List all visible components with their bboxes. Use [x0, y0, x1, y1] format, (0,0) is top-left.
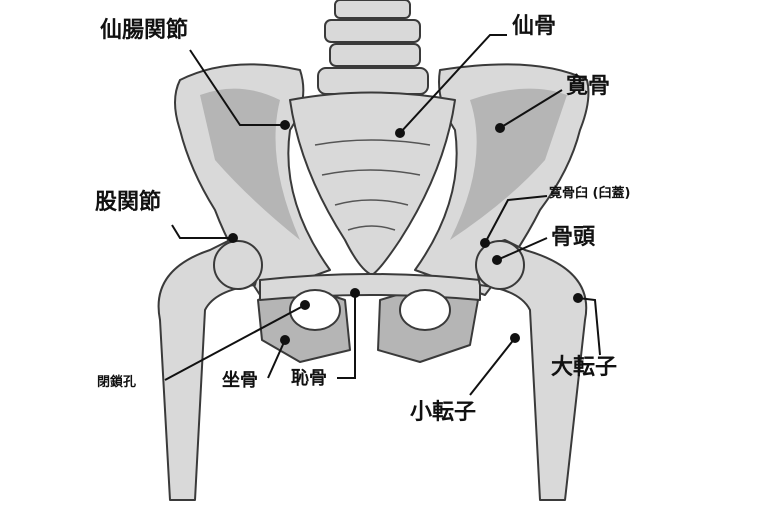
marker-dots [228, 120, 583, 345]
label-pubis: 恥骨 [291, 368, 327, 389]
label-lesser-trochanter: 小転子 [410, 400, 477, 425]
label-femoral-head: 骨頭 [551, 225, 596, 250]
label-hip-joint: 股関節 [95, 190, 162, 215]
label-acetabulum: 寛骨臼 (臼蓋) [549, 186, 631, 201]
label-sacroiliac-joint: 仙腸関節 [100, 18, 189, 43]
label-sacrum: 仙骨 [512, 14, 557, 39]
lumbar-spine [317, 0, 429, 95]
label-obturator-foramen: 閉鎖孔 [97, 375, 137, 390]
label-greater-trochanter: 大転子 [551, 355, 618, 380]
sacrum-shape [289, 91, 456, 276]
leader-lines [164, 34, 601, 396]
pubis-shape [259, 273, 481, 301]
label-hip-bone: 寛骨 [566, 74, 611, 99]
label-ischium: 坐骨 [222, 370, 258, 391]
